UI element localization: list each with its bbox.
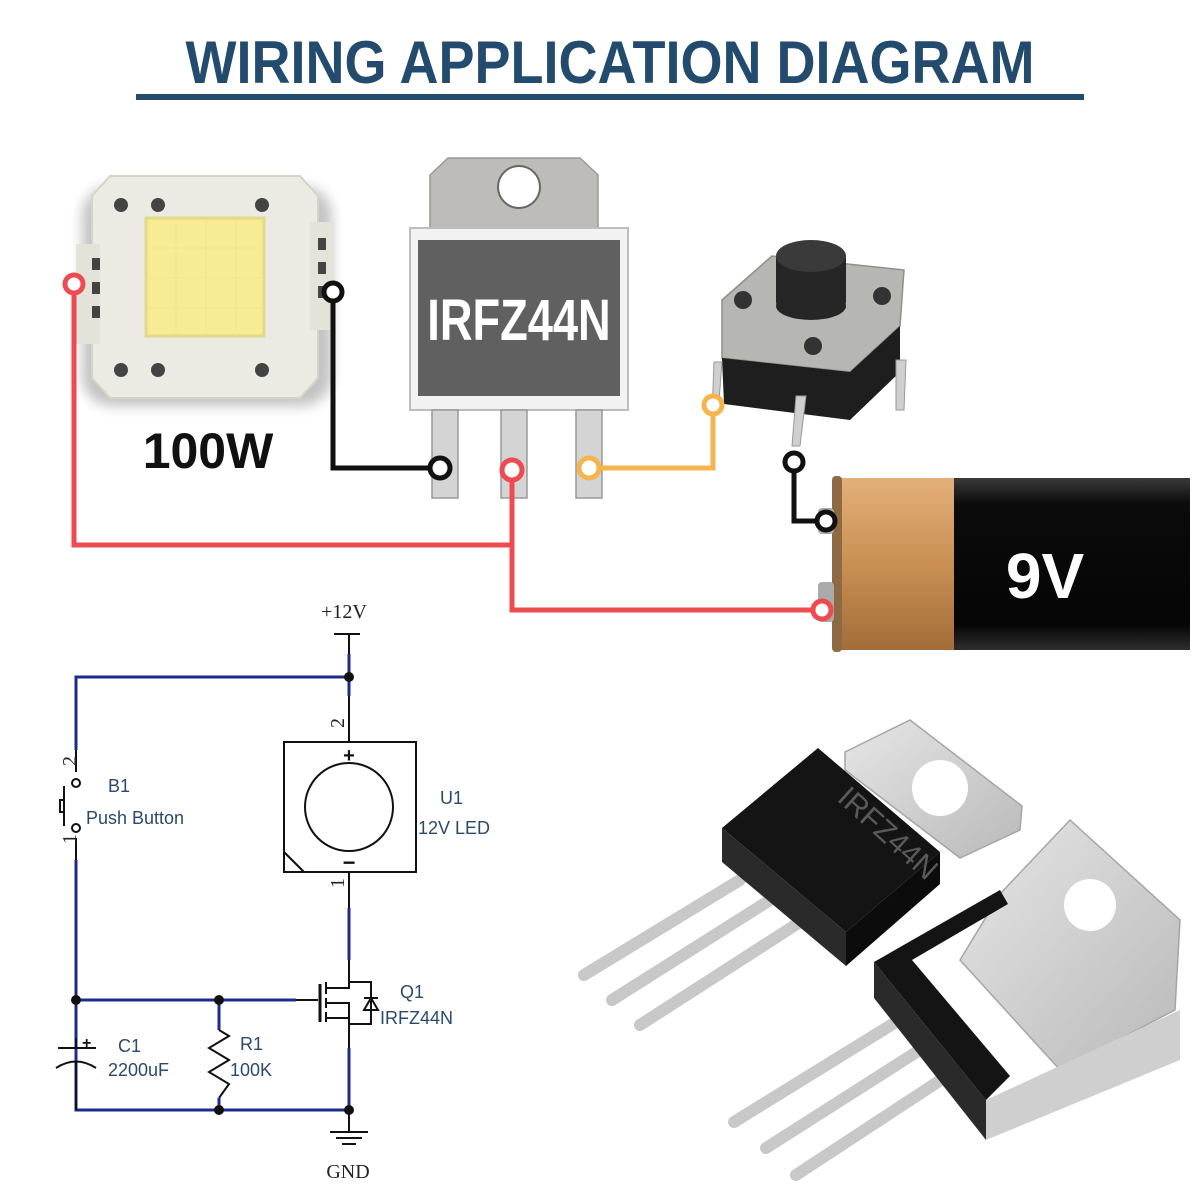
button-pin-bottom: 1 — [59, 834, 81, 844]
supply-label: +12V — [321, 601, 367, 623]
schematic — [55, 633, 417, 1145]
terminal-button-b — [782, 450, 806, 474]
mosfet-ref: Q1 — [400, 982, 424, 1002]
wire-red-led-positive — [71, 284, 512, 548]
resistor-value: 100K — [230, 1060, 272, 1080]
tactile-push-button — [711, 240, 907, 447]
mosfet-label: IRFZ44N — [427, 289, 610, 354]
led-wattage-label: 100W — [143, 423, 274, 479]
terminal-battery-positive — [810, 598, 834, 622]
led-pin-bottom: 1 — [327, 878, 349, 888]
ground-label: GND — [326, 1161, 369, 1183]
wire-orange-gate-button — [589, 405, 716, 471]
battery-voltage-label: 9V — [1006, 540, 1085, 612]
capacitor-plus-sign: + — [82, 1035, 91, 1052]
button-pin-top: 2 — [59, 756, 81, 766]
led-pin-top: 2 — [327, 718, 349, 728]
led-plus-sign: + — [343, 745, 355, 767]
terminal-mosfet-source — [499, 457, 525, 483]
wire-red-battery-positive — [509, 470, 822, 613]
button-ref: B1 — [108, 776, 130, 796]
mosfet-name: IRFZ44N — [380, 1008, 453, 1028]
led-cob-module — [76, 175, 334, 406]
terminal-button-a — [701, 393, 725, 417]
capacitor-value: 2200uF — [108, 1060, 169, 1080]
terminal-led-negative — [321, 280, 345, 304]
battery-9v — [818, 476, 1190, 652]
capacitor-ref: C1 — [118, 1036, 141, 1056]
button-name: Push Button — [86, 808, 184, 828]
mosfet-graphic — [409, 157, 629, 499]
terminal-battery-negative — [814, 509, 838, 533]
terminal-led-positive — [62, 272, 86, 296]
terminal-mosfet-gate — [576, 455, 602, 481]
transistor-photo: IRFZ44N — [578, 719, 1181, 1181]
resistor-ref: R1 — [240, 1034, 263, 1054]
led-ref: U1 — [440, 788, 463, 808]
led-minus-sign: − — [343, 850, 356, 875]
page-title: WIRING APPLICATION DIAGRAM — [185, 29, 1035, 96]
wire-black-led-drain — [330, 292, 440, 471]
led-name: 12V LED — [418, 818, 490, 838]
terminal-mosfet-drain — [427, 455, 453, 481]
title-underline — [136, 94, 1084, 100]
